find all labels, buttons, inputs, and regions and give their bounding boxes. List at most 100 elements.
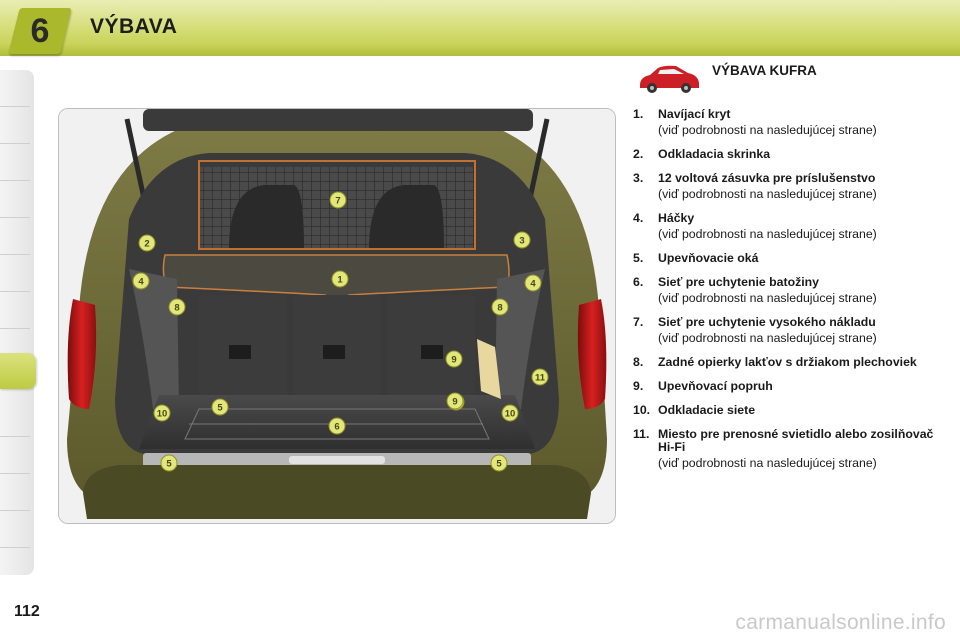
callout-marker-circle [211,398,229,416]
equipment-item: 7.Sieť pre uchytenie vysokého nákladu(vi… [633,316,938,345]
equipment-item: 1. Navíjací kryt (viď podrobnosti na nasle… [633,108,938,137]
item-label: Upevňovacie oká [658,251,759,265]
chapter-tab[interactable] [0,292,30,329]
chapter-tab[interactable] [0,144,30,181]
item-label: Odkladacie siete [658,403,756,417]
car-icon-graphic [640,65,699,93]
equipment-item: 4. Háčky (viď podrobnosti na nasledujúcej … [633,212,938,241]
callout-marker: 10 [501,404,519,422]
item-note: (viď podrobnosti na nasledujúcej strane) [658,456,877,470]
callout-marker-circle [132,272,150,290]
callout-marker: 1 [331,270,349,288]
callout-marker-label: 4 [530,279,536,290]
item-label: Háčky [658,211,695,225]
item-note: (viď podrobnosti na nasledujúcej strane) [658,227,877,241]
callout-marker-circle [329,191,347,209]
callout-marker-label: 2 [144,239,149,250]
callout-marker-label: 10 [157,409,168,420]
callout-marker-circle [138,234,156,252]
callout-marker-circle [446,392,464,410]
chapter-tab[interactable] [0,474,30,511]
boot-illustration: 123445555678899101011 [59,109,615,523]
callout-marker-label: 1 [337,275,343,286]
item-number: 3. [633,171,644,185]
equipment-item: 5. Upevňovacie oká [633,252,938,265]
chapter-number: 6 [30,12,50,50]
item-number: 6. [633,275,644,289]
chapter-tab[interactable] [0,255,30,292]
callout-marker-circle [501,404,519,422]
callout-marker: 10 [153,404,171,422]
callout-marker: 4 [524,274,542,292]
callout-marker-label: 10 [505,409,516,420]
equipment-item: 11. Miesto pre prenosné svietidlo alebo z… [633,428,938,470]
callout-marker: 4 [132,272,150,290]
callout-marker-circle [168,298,186,316]
item-label: Upevňovací popruh [658,379,773,393]
item-number: 2. [633,147,644,161]
callout-marker-circle [445,350,463,368]
callout-marker-label: 8 [174,303,179,314]
chapter-tab[interactable] [0,511,30,548]
watermark: carmanualsonline.info [735,611,946,634]
chapter-tab[interactable] [0,70,30,107]
chapter-header: 6 VÝBAVA [0,0,960,56]
car-icon [636,63,702,97]
callout-marker-circle [513,231,531,249]
chapter-tab[interactable] [0,181,30,218]
equipment-item: 9. Upevňovací popruh [633,380,938,393]
section-title: VÝBAVA KUFRA [712,63,817,78]
page-number: 112 [14,603,40,620]
callout-marker-circle [331,270,349,288]
equipment-item: 6. Sieť pre uchytenie batožiny (viď podrob… [633,276,938,305]
chapter-tab-strip [0,70,36,575]
item-label: Navíjací kryt [658,107,731,121]
chapter-tab[interactable] [0,400,30,437]
equipment-item: 10. Odkladacie siete [633,404,938,417]
callout-marker-circle [328,417,346,435]
item-label: Sieť pre uchytenie batožiny [658,275,820,289]
chapter-tab[interactable] [0,437,30,474]
callout-marker: 8 [168,298,186,316]
header-shade [0,44,960,56]
item-number: 10. [633,403,651,417]
item-number: 4. [633,211,644,225]
callout-marker: 9 [446,392,464,410]
equipment-item: 3.12 voltová zásuvka pre príslušenstvo(v… [633,172,938,201]
callout-marker-label: 5 [496,459,502,470]
callout-marker-label: 9 [452,397,457,408]
item-label: Miesto pre prenosné svietidlo alebo zosi… [658,427,934,454]
item-number: 7. [633,315,644,329]
callout-marker: 6 [328,417,346,435]
chapter-tab[interactable] [0,218,30,255]
callout-marker: 2 [138,234,156,252]
callout-marker: 9 [445,350,463,368]
item-label: Zadné opierky lakťov s držiakom plechovi… [658,355,917,369]
callout-marker-circle [524,274,542,292]
item-note: (viď podrobnosti na nasledujúcej strane) [658,291,877,305]
callout-marker: 5 [211,398,229,416]
callout-marker: 8 [491,298,509,316]
chapter-tab-active[interactable] [0,353,36,389]
callout-marker-label: 6 [334,422,339,433]
item-number: 11. [633,427,650,441]
callout-marker-circle [160,454,178,472]
callout-marker-label: 5 [166,459,172,470]
item-number: 5. [633,251,644,265]
callout-marker-label: 9 [451,355,456,366]
callout-marker-circle [490,454,508,472]
callout-marker: 11 [531,368,549,386]
boot-photo: 123445555678899101011 [58,108,616,524]
equipment-item: 2.Odkladacia skrinka [633,148,938,161]
item-label: 12 voltová zásuvka pre príslušenstvo [658,171,876,185]
item-number: 9. [633,379,644,393]
callout-marker-label: 8 [497,303,502,314]
chapter-tab[interactable] [0,107,30,144]
equipment-list: 1. Navíjací kryt (viď podrobnosti na nasle… [633,108,938,481]
item-number: 1. [633,107,644,121]
callout-marker: 7 [329,191,347,209]
item-note: (viď podrobnosti na nasledujúcej strane) [658,123,877,137]
page-title: VÝBAVA [90,15,178,38]
item-number: 8. [633,355,644,369]
callout-marker-circle [531,368,549,386]
